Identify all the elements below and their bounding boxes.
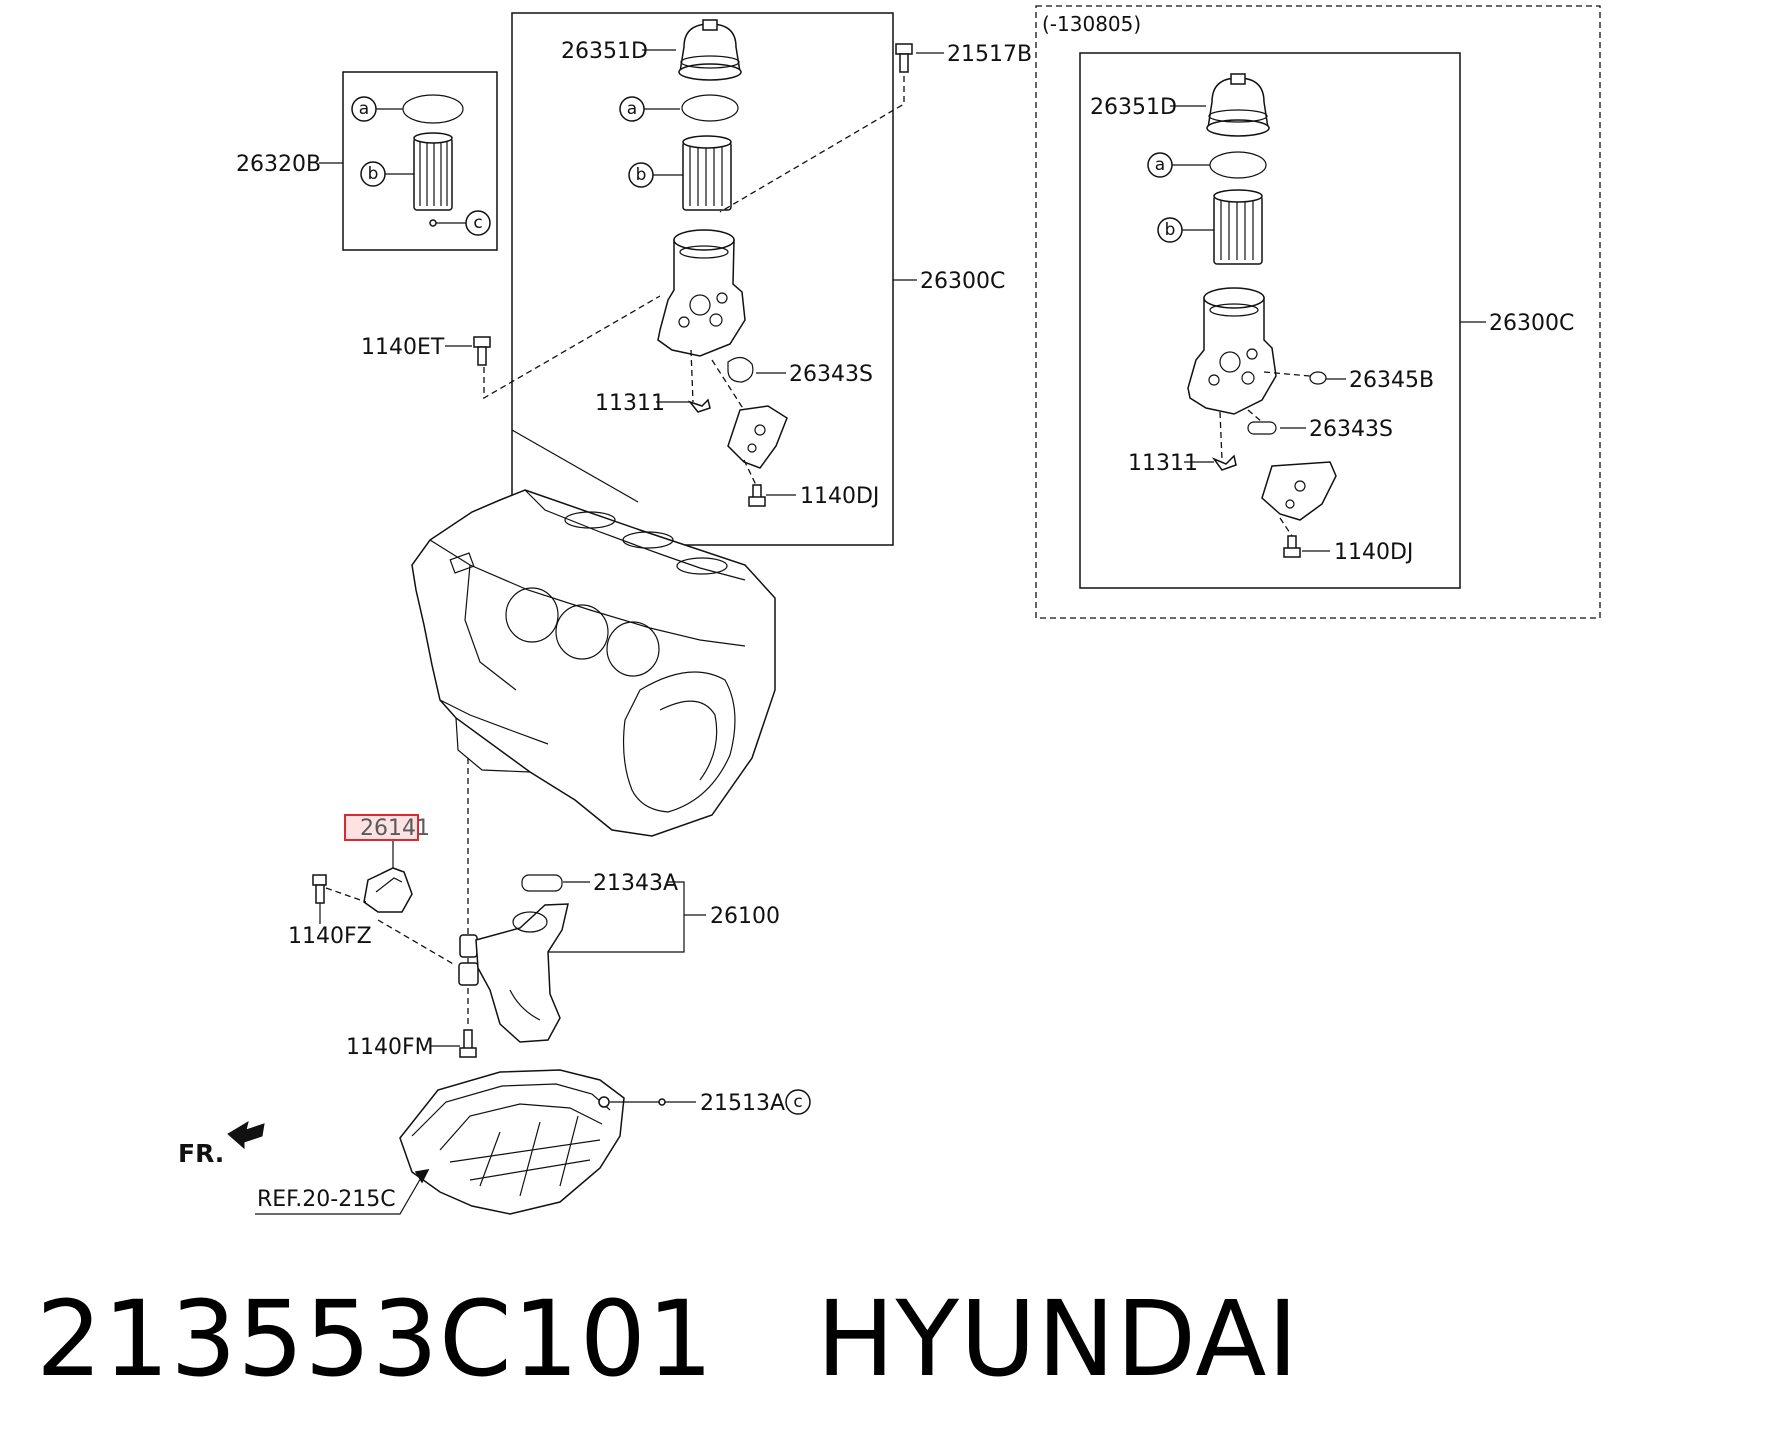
highlighted-part-shape: [364, 868, 412, 912]
engine-block: [412, 490, 775, 836]
main-housing-body: [658, 230, 745, 356]
label-alt-filter-cap: 26351D: [1090, 95, 1177, 120]
label-main-bracket-bolt: 1140DJ: [800, 484, 879, 509]
variant-inner-box: [1080, 53, 1460, 588]
housing-assy-box: [512, 13, 893, 545]
footer-part-number: 213553C101: [36, 1278, 715, 1400]
main-oring-a: [682, 95, 738, 121]
main-symbol-b: b: [629, 163, 683, 187]
label-alt-gasket: 26343S: [1309, 417, 1393, 442]
variant-dashed-box: [1036, 6, 1600, 618]
svg-text:a: a: [359, 99, 369, 119]
label-bolt-top: 21517B: [947, 42, 1032, 67]
alt-filter-cap: [1207, 74, 1269, 136]
svg-text:b: b: [636, 165, 647, 185]
main-gasket-part: [728, 357, 753, 382]
main-clip-part: [690, 400, 710, 412]
label-main-gasket: 26343S: [789, 362, 873, 387]
label-alt-clip: 11311: [1128, 451, 1198, 476]
label-oil-pump-assy: 26100: [710, 904, 780, 929]
alt-oring-part: [1310, 372, 1326, 384]
main-bracket-bolt-part: [749, 485, 765, 506]
alt-gasket-part: [1248, 422, 1276, 434]
housing-bolt-part: [474, 337, 490, 365]
label-pump-gasket: 21343A: [593, 871, 678, 896]
filter-kit-parts: [403, 95, 463, 226]
drain-symbol-c: c: [786, 1090, 810, 1114]
bolt-top-part: [896, 44, 912, 72]
alt-bracket-bolt-part: [1284, 536, 1300, 557]
svg-text:a: a: [627, 99, 637, 119]
label-highlighted-part: 26141: [360, 816, 430, 841]
alt-housing-body: [1188, 288, 1276, 414]
svg-text:b: b: [368, 164, 379, 184]
label-alt-housing-assy: 26300C: [1489, 311, 1574, 336]
alt-symbol-a: a: [1148, 153, 1210, 177]
label-alt-oring: 26345B: [1349, 368, 1434, 393]
label-oil-pan-ref: REF.20-215C: [257, 1187, 396, 1212]
label-alt-bracket-bolt: 1140DJ: [1334, 540, 1413, 565]
main-filter-cap: [679, 20, 741, 80]
oil-pan-part: [400, 1070, 624, 1214]
label-filter-kit: 26320B: [236, 152, 321, 177]
main-symbol-a: a: [620, 97, 680, 121]
label-bracket-bolt: 1140FZ: [288, 924, 372, 949]
alt-bracket-part: [1262, 462, 1336, 520]
label-housing-bolt: 1140ET: [361, 335, 445, 360]
svg-text:b: b: [1165, 220, 1176, 240]
alt-symbol-b: b: [1158, 218, 1214, 242]
filter-kit-box: [343, 72, 497, 250]
svg-text:a: a: [1155, 155, 1165, 175]
alt-filter-element: [1214, 190, 1262, 264]
label-front-marker: FR.: [178, 1139, 224, 1168]
main-bracket-part: [728, 406, 787, 468]
footer-part-info: 213553C101 HYUNDAI: [36, 1278, 1299, 1400]
filter-kit-symbol-c: c: [436, 211, 490, 235]
label-housing-assy: 26300C: [920, 269, 1005, 294]
pump-bolt-part: [460, 1030, 476, 1057]
bracket-bolt-part: [313, 875, 326, 903]
main-filter-element: [683, 136, 731, 210]
oil-pump-part: [459, 904, 568, 1042]
variant-note: (-130805): [1042, 12, 1141, 36]
front-arrow-icon: [228, 1122, 264, 1148]
pump-gasket-part: [522, 875, 562, 891]
label-main-filter-cap: 26351D: [561, 39, 648, 64]
label-drain-plug: 21513A: [700, 1091, 785, 1116]
filter-kit-symbol-a: a: [352, 97, 403, 121]
label-pump-bolt: 1140FM: [346, 1035, 434, 1060]
footer-brand: HYUNDAI: [816, 1278, 1300, 1400]
alt-clip-part: [1214, 456, 1236, 470]
svg-text:c: c: [793, 1092, 802, 1112]
alt-oring-a: [1210, 152, 1266, 178]
label-main-clip: 11311: [595, 391, 665, 416]
filter-kit-symbol-b: b: [361, 162, 414, 186]
svg-text:c: c: [473, 213, 482, 233]
highlight-box: [345, 815, 418, 840]
